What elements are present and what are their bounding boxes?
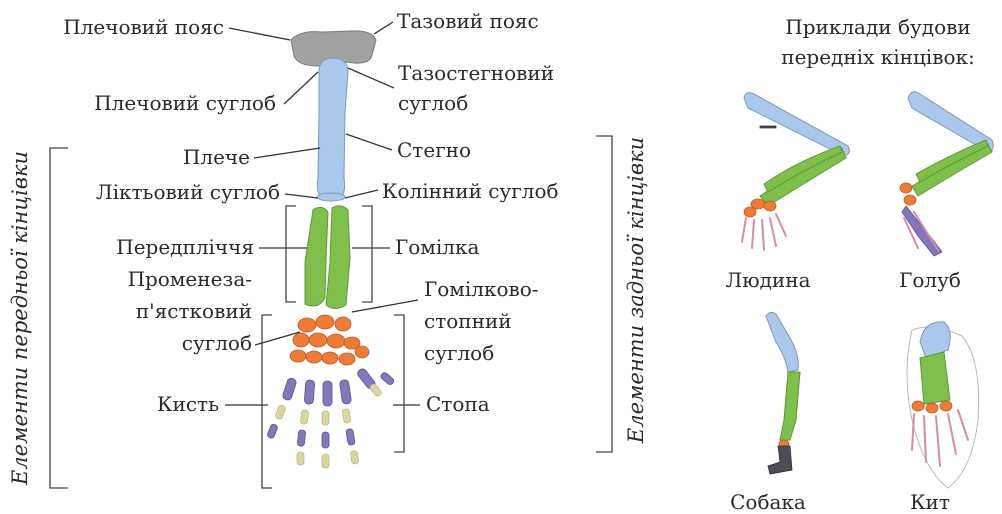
hindlimb-bracket: [596, 136, 612, 452]
label-hip-joint-1: Тазостегновий: [398, 61, 554, 85]
label-shoulder-girdle: Плечовий пояс: [63, 15, 224, 39]
forearm-bone-right: [326, 206, 350, 309]
proximal-bone: [317, 58, 348, 196]
label-hand: Кисть: [157, 392, 219, 416]
label-shin: Гомілка: [395, 235, 479, 259]
label-pelvic-girdle: Тазовий пояс: [397, 9, 539, 33]
proximal-bone-joint-head: [317, 193, 345, 201]
examples-panel: Приклади будови передніх кінцівок: Людин…: [726, 15, 994, 514]
label-elbow-joint: Ліктьовий суглоб: [96, 180, 280, 204]
label-foot: Стопа: [426, 392, 490, 416]
label-shoulder-joint: Плечовий суглоб: [94, 91, 276, 115]
label-humerus: Плече: [183, 145, 250, 169]
pigeon-forelimb-figure: [900, 92, 993, 256]
label-wrist-joint-2: п'ястковий: [136, 299, 252, 323]
label-ankle-joint-2: стопний: [424, 309, 512, 333]
label-ankle-joint-1: Гомілково-: [424, 277, 539, 301]
example-name-whale: Кит: [910, 490, 950, 514]
label-wrist-joint-3: суглоб: [182, 331, 252, 355]
label-wrist-joint-1: Променеза-: [128, 267, 252, 291]
examples-title-line1: Приклади будови: [785, 15, 970, 39]
human-forelimb-figure: [742, 93, 849, 250]
forearm-bone-left: [305, 207, 328, 306]
example-name-pigeon: Голуб: [899, 268, 961, 292]
metacarpal-bones: [282, 367, 377, 406]
left-labels: Плечовий пояс Плечовий суглоб Плече Лікт…: [63, 15, 280, 416]
dog-forelimb-figure: [766, 312, 800, 474]
label-forearm: Передпліччя: [116, 235, 254, 259]
label-ankle-joint-3: суглоб: [424, 341, 494, 365]
label-hip-joint-2: суглоб: [398, 91, 468, 115]
examples-title-line2: передніх кінцівок:: [781, 45, 975, 69]
example-name-dog: Собака: [730, 490, 806, 514]
right-labels: Тазовий пояс Тазостегновий суглоб Стегно…: [382, 9, 559, 416]
label-hindlimb-elements: Елементи задньої кінцівки: [624, 137, 648, 444]
carpal-bones: [290, 315, 369, 365]
whale-forelimb-figure: [907, 322, 979, 488]
label-thigh: Стегно: [397, 138, 471, 162]
label-knee-joint: Колінний суглоб: [382, 179, 559, 203]
forelimb-bracket: [50, 148, 68, 488]
example-name-human: Людина: [726, 268, 811, 292]
label-forelimb-elements: Елементи передньої кінцівки: [8, 151, 32, 486]
